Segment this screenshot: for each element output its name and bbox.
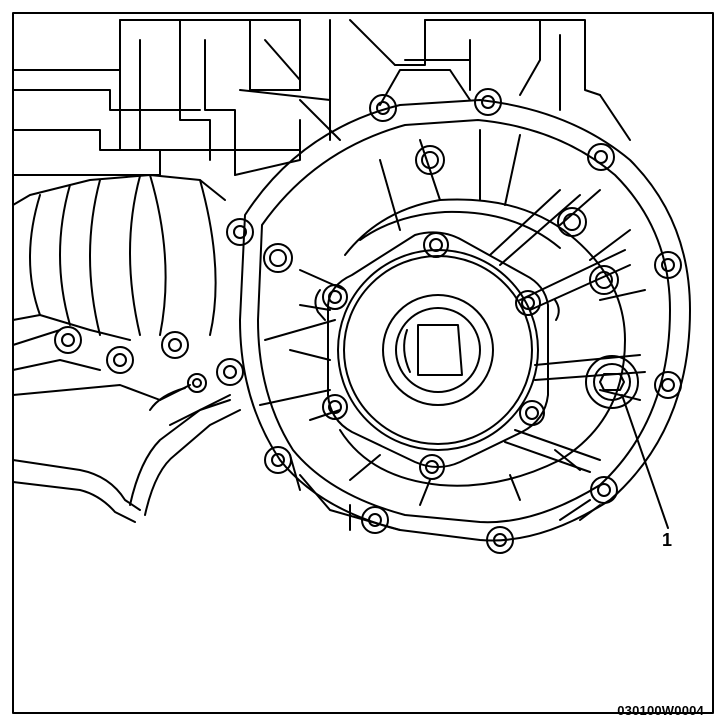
axle-boot — [12, 174, 226, 401]
drive-flange — [314, 231, 560, 468]
perimeter-bolts — [54, 88, 682, 554]
cover-bosses — [263, 145, 619, 295]
hub-bolts — [322, 232, 545, 480]
drain-plug — [585, 355, 639, 409]
hydraulic-lines — [12, 384, 241, 523]
callout-label-1: 1 — [662, 530, 673, 550]
differential-cover — [239, 99, 691, 542]
callout-leader-1 — [621, 394, 669, 529]
gearbox-housing-left — [12, 19, 631, 176]
figure-code: 030100W0004 — [617, 703, 704, 718]
frame-border — [12, 12, 714, 714]
